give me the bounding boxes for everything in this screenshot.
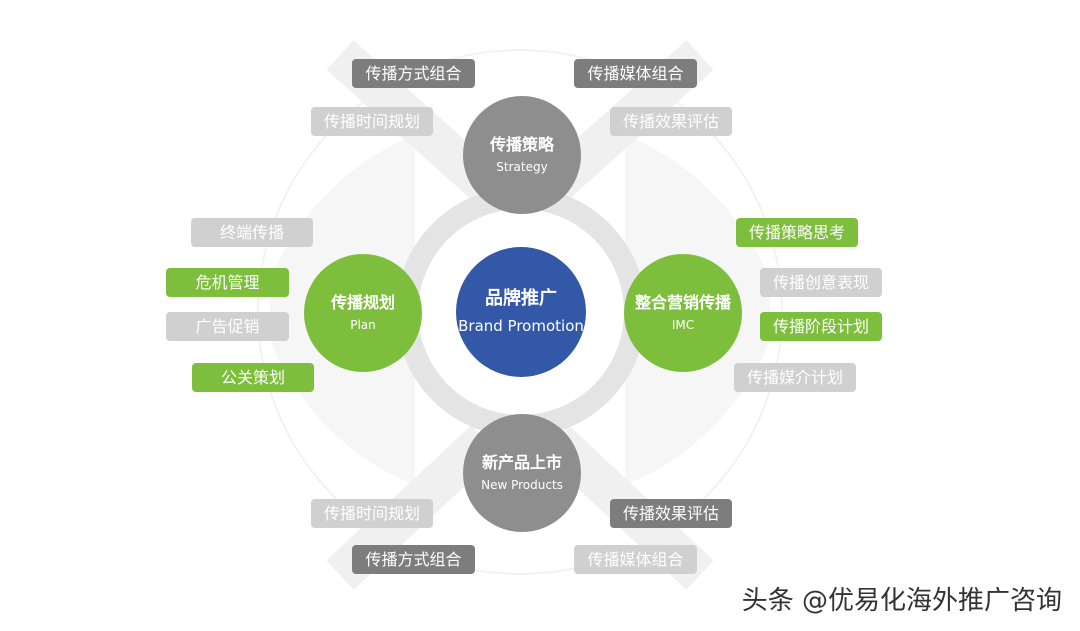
tag-bottom-left-1: 传播时间规划: [311, 499, 433, 528]
node-strategy-subtitle: Strategy: [496, 160, 548, 174]
node-imc-subtitle: IMC: [671, 318, 695, 332]
tag-bottom-left-2: 传播方式组合: [352, 545, 475, 574]
tag-right-1: 传播策略思考: [736, 218, 858, 247]
node-plan-subtitle: Plan: [350, 318, 376, 332]
node-imc-title: 整合营销传播: [634, 293, 731, 312]
watermark-text: 头条 @优易化海外推广咨询: [741, 586, 1062, 616]
tag-right-2: 传播创意表现: [760, 268, 882, 297]
node-imc: 整合营销传播 IMC: [624, 254, 742, 372]
tag-bottom-right-1: 传播效果评估: [610, 499, 732, 528]
node-plan-title: 传播规划: [330, 293, 395, 312]
tag-left-4: 公关策划: [192, 363, 314, 392]
node-strategy: 传播策略 Strategy: [463, 96, 581, 214]
node-strategy-title: 传播策略: [489, 135, 554, 154]
tag-top-left-2: 传播时间规划: [311, 107, 433, 136]
node-new-products-subtitle: New Products: [481, 478, 563, 492]
node-plan: 传播规划 Plan: [304, 254, 422, 372]
tag-top-right-2: 传播效果评估: [610, 107, 732, 136]
tag-top-right-1: 传播媒体组合: [574, 59, 697, 88]
center-node-brand-promotion: 品牌推广 Brand Promotion: [456, 247, 586, 377]
center-title: 品牌推广: [485, 288, 557, 309]
tag-right-3: 传播阶段计划: [760, 312, 882, 341]
node-new-products: 新产品上市 New Products: [463, 414, 581, 532]
tag-left-3: 广告促销: [166, 312, 289, 341]
tag-bottom-right-2: 传播媒体组合: [574, 545, 697, 574]
tag-right-4: 传播媒介计划: [734, 363, 856, 392]
tag-left-2: 危机管理: [166, 268, 289, 297]
tag-left-1: 终端传播: [191, 218, 313, 247]
node-new-products-title: 新产品上市: [481, 453, 562, 472]
center-subtitle: Brand Promotion: [458, 317, 584, 335]
tag-top-left-1: 传播方式组合: [352, 59, 475, 88]
